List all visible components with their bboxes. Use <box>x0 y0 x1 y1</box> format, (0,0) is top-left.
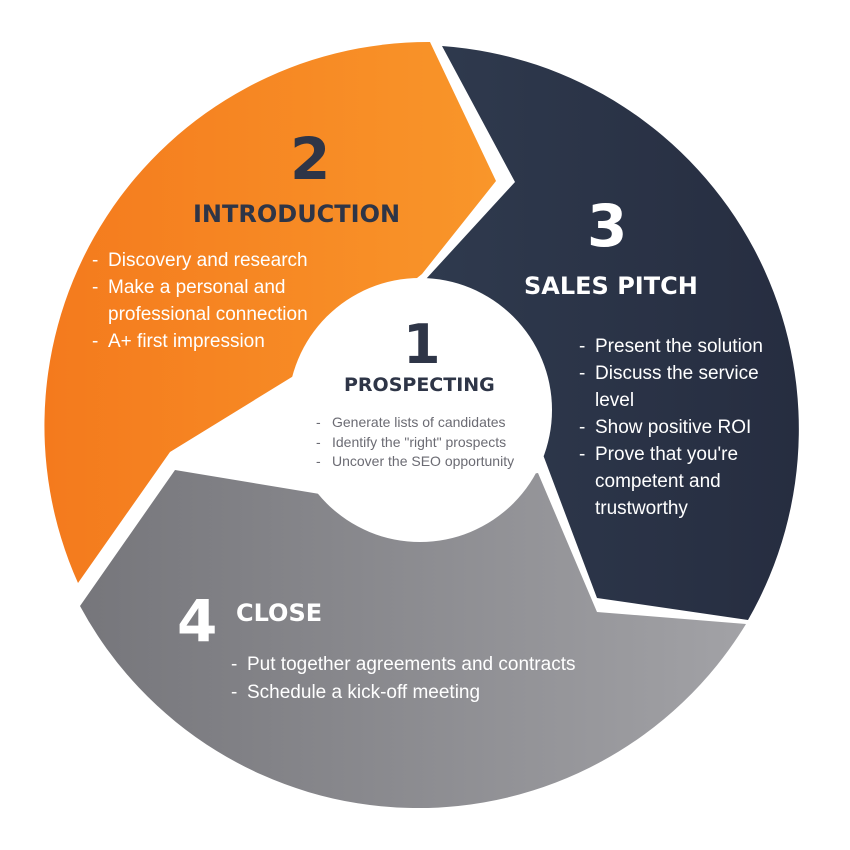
step-title-prospecting: PROSPECTING <box>344 374 495 396</box>
bullet-item: Uncover the SEO opportunity <box>316 452 541 472</box>
bullet-item: Schedule a kick-off meeting <box>231 679 651 707</box>
step-number-sales-pitch: 3 <box>587 192 628 260</box>
step-title-introduction: INTRODUCTION <box>193 200 401 228</box>
bullet-item: Make a personal and professional connect… <box>92 274 332 328</box>
bullet-item: Show positive ROI <box>579 414 779 441</box>
step-title-sales-pitch: SALES PITCH <box>524 272 698 300</box>
bullet-item: Discuss the service level <box>579 360 779 414</box>
bullet-item: Prove that you're competent and trustwor… <box>579 441 779 522</box>
bullet-list-close: Put together agreements and contracts Sc… <box>231 651 651 707</box>
step-number-introduction: 2 <box>290 125 331 193</box>
bullet-item: Present the solution <box>579 333 779 360</box>
step-number-prospecting: 1 <box>403 313 441 376</box>
step-title-close: CLOSE <box>236 599 323 627</box>
bullet-item: Discovery and research <box>92 247 332 274</box>
segment-close <box>80 470 746 809</box>
bullet-list-sales-pitch: Present the solution Discuss the service… <box>579 333 779 522</box>
bullet-list-prospecting: Generate lists of candidates Identify th… <box>316 413 541 472</box>
bullet-item: Identify the "right" prospects <box>316 433 541 453</box>
bullet-list-introduction: Discovery and research Make a personal a… <box>92 247 332 355</box>
bullet-item: A+ first impression <box>92 328 332 355</box>
step-number-close: 4 <box>177 587 218 655</box>
bullet-item: Generate lists of candidates <box>316 413 541 433</box>
bullet-item: Put together agreements and contracts <box>231 651 651 679</box>
center-circle-prospecting <box>288 278 552 542</box>
